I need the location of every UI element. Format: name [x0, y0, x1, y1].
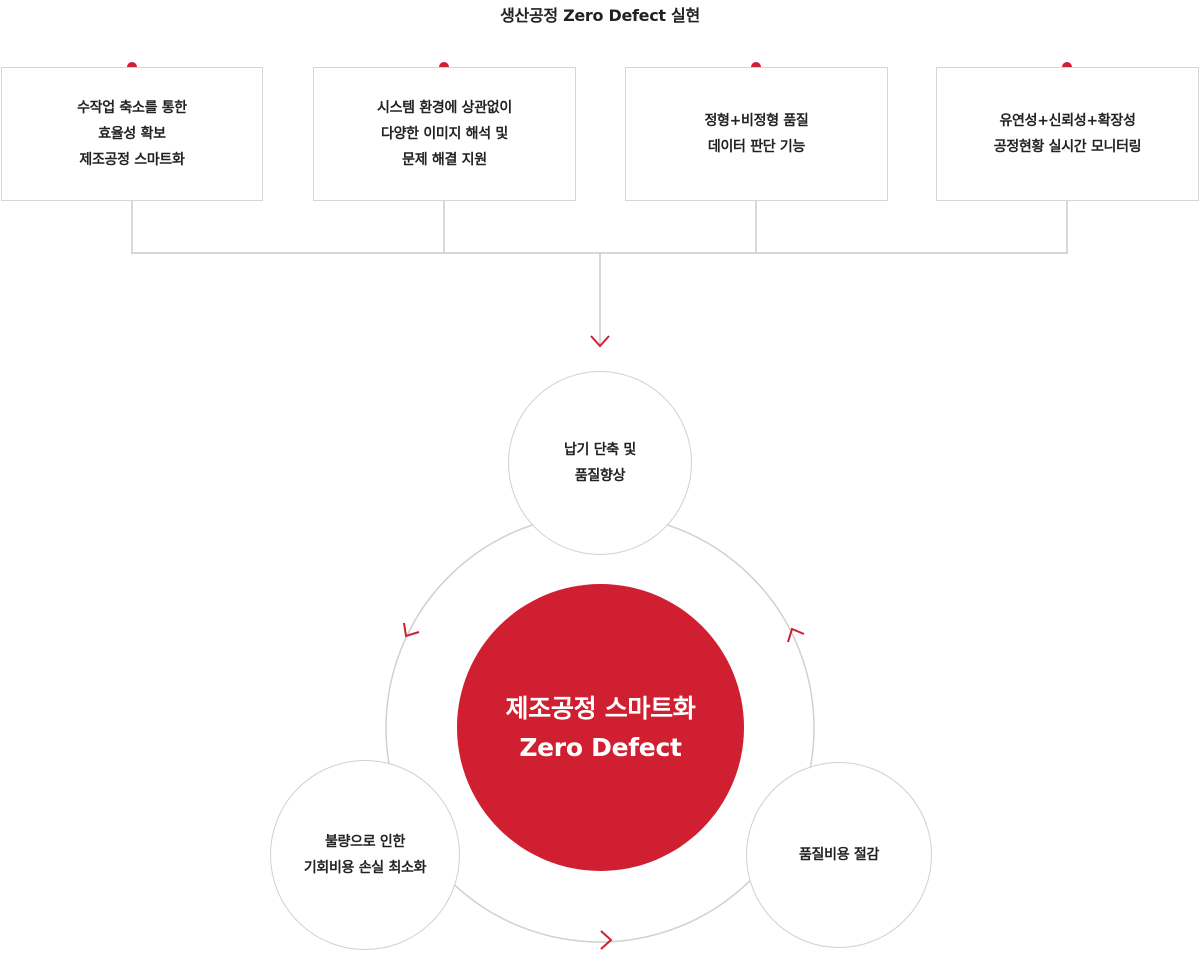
cycle-bottom-left-line-2: 기회비용 손실 최소화 [303, 860, 427, 876]
center-line-1: 제조공정 스마트화 [505, 693, 696, 723]
box-2-line-2: 다양한 이미지 해석 및 [381, 126, 508, 142]
box-1-text: 수작업 축소를 통한 효율성 확보 제조공정 스마트화 [77, 95, 187, 173]
box-1-line-2: 효율성 확보 [98, 126, 166, 142]
box-3: 정형+비정형 품질 데이터 판단 기능 [625, 67, 888, 201]
center-text: 제조공정 스마트화 Zero Defect [505, 689, 695, 767]
cycle-arrow-left-icon [403, 622, 420, 638]
box-4-line-2: 공정현황 실시간 모니터링 [993, 139, 1142, 155]
box-4-text: 유연성+신뢰성+확장성 공정현황 실시간 모니터링 [994, 108, 1142, 160]
cycle-top-text: 납기 단축 및 품질향상 [564, 437, 636, 489]
cycle-arrow-right-icon [787, 627, 805, 643]
cycle-top-line-2: 품질향상 [574, 468, 626, 484]
cycle-arrow-bottom-icon [600, 930, 613, 950]
cycle-top-line-1: 납기 단축 및 [563, 442, 637, 458]
box-3-line-1: 정형+비정형 품질 [704, 113, 809, 129]
cycle-circle-bottom-right: 품질비용 절감 [746, 762, 932, 948]
box-2-line-3: 문제 해결 지원 [402, 152, 487, 168]
box-4-line-1: 유연성+신뢰성+확장성 [999, 113, 1136, 129]
cycle-bottom-right-text: 품질비용 절감 [799, 842, 879, 868]
box-1: 수작업 축소를 통한 효율성 확보 제조공정 스마트화 [1, 67, 263, 201]
box-4: 유연성+신뢰성+확장성 공정현황 실시간 모니터링 [936, 67, 1199, 201]
box-2-line-1: 시스템 환경에 상관없이 [377, 100, 512, 116]
cycle-bottom-left-text: 불량으로 인한 기회비용 손실 최소화 [303, 829, 427, 881]
center-circle: 제조공정 스마트화 Zero Defect [457, 584, 744, 871]
box-2-text: 시스템 환경에 상관없이 다양한 이미지 해석 및 문제 해결 지원 [377, 95, 512, 173]
cycle-bottom-right-line-1: 품질비용 절감 [798, 847, 880, 863]
box-1-line-3: 제조공정 스마트화 [79, 152, 185, 168]
box-2: 시스템 환경에 상관없이 다양한 이미지 해석 및 문제 해결 지원 [313, 67, 576, 201]
center-line-2: Zero Defect [519, 732, 682, 762]
box-1-line-1: 수작업 축소를 통한 [77, 100, 187, 116]
cycle-bottom-left-line-1: 불량으로 인한 [324, 834, 406, 850]
box-3-line-2: 데이터 판단 기능 [707, 139, 806, 155]
cycle-circle-top: 납기 단축 및 품질향상 [508, 371, 692, 555]
down-arrow-icon [590, 335, 610, 348]
cycle-circle-bottom-left: 불량으로 인한 기회비용 손실 최소화 [270, 760, 460, 950]
box-3-text: 정형+비정형 품질 데이터 판단 기능 [704, 108, 808, 160]
diagram-title: 생산공정 Zero Defect 실현 [500, 6, 700, 25]
